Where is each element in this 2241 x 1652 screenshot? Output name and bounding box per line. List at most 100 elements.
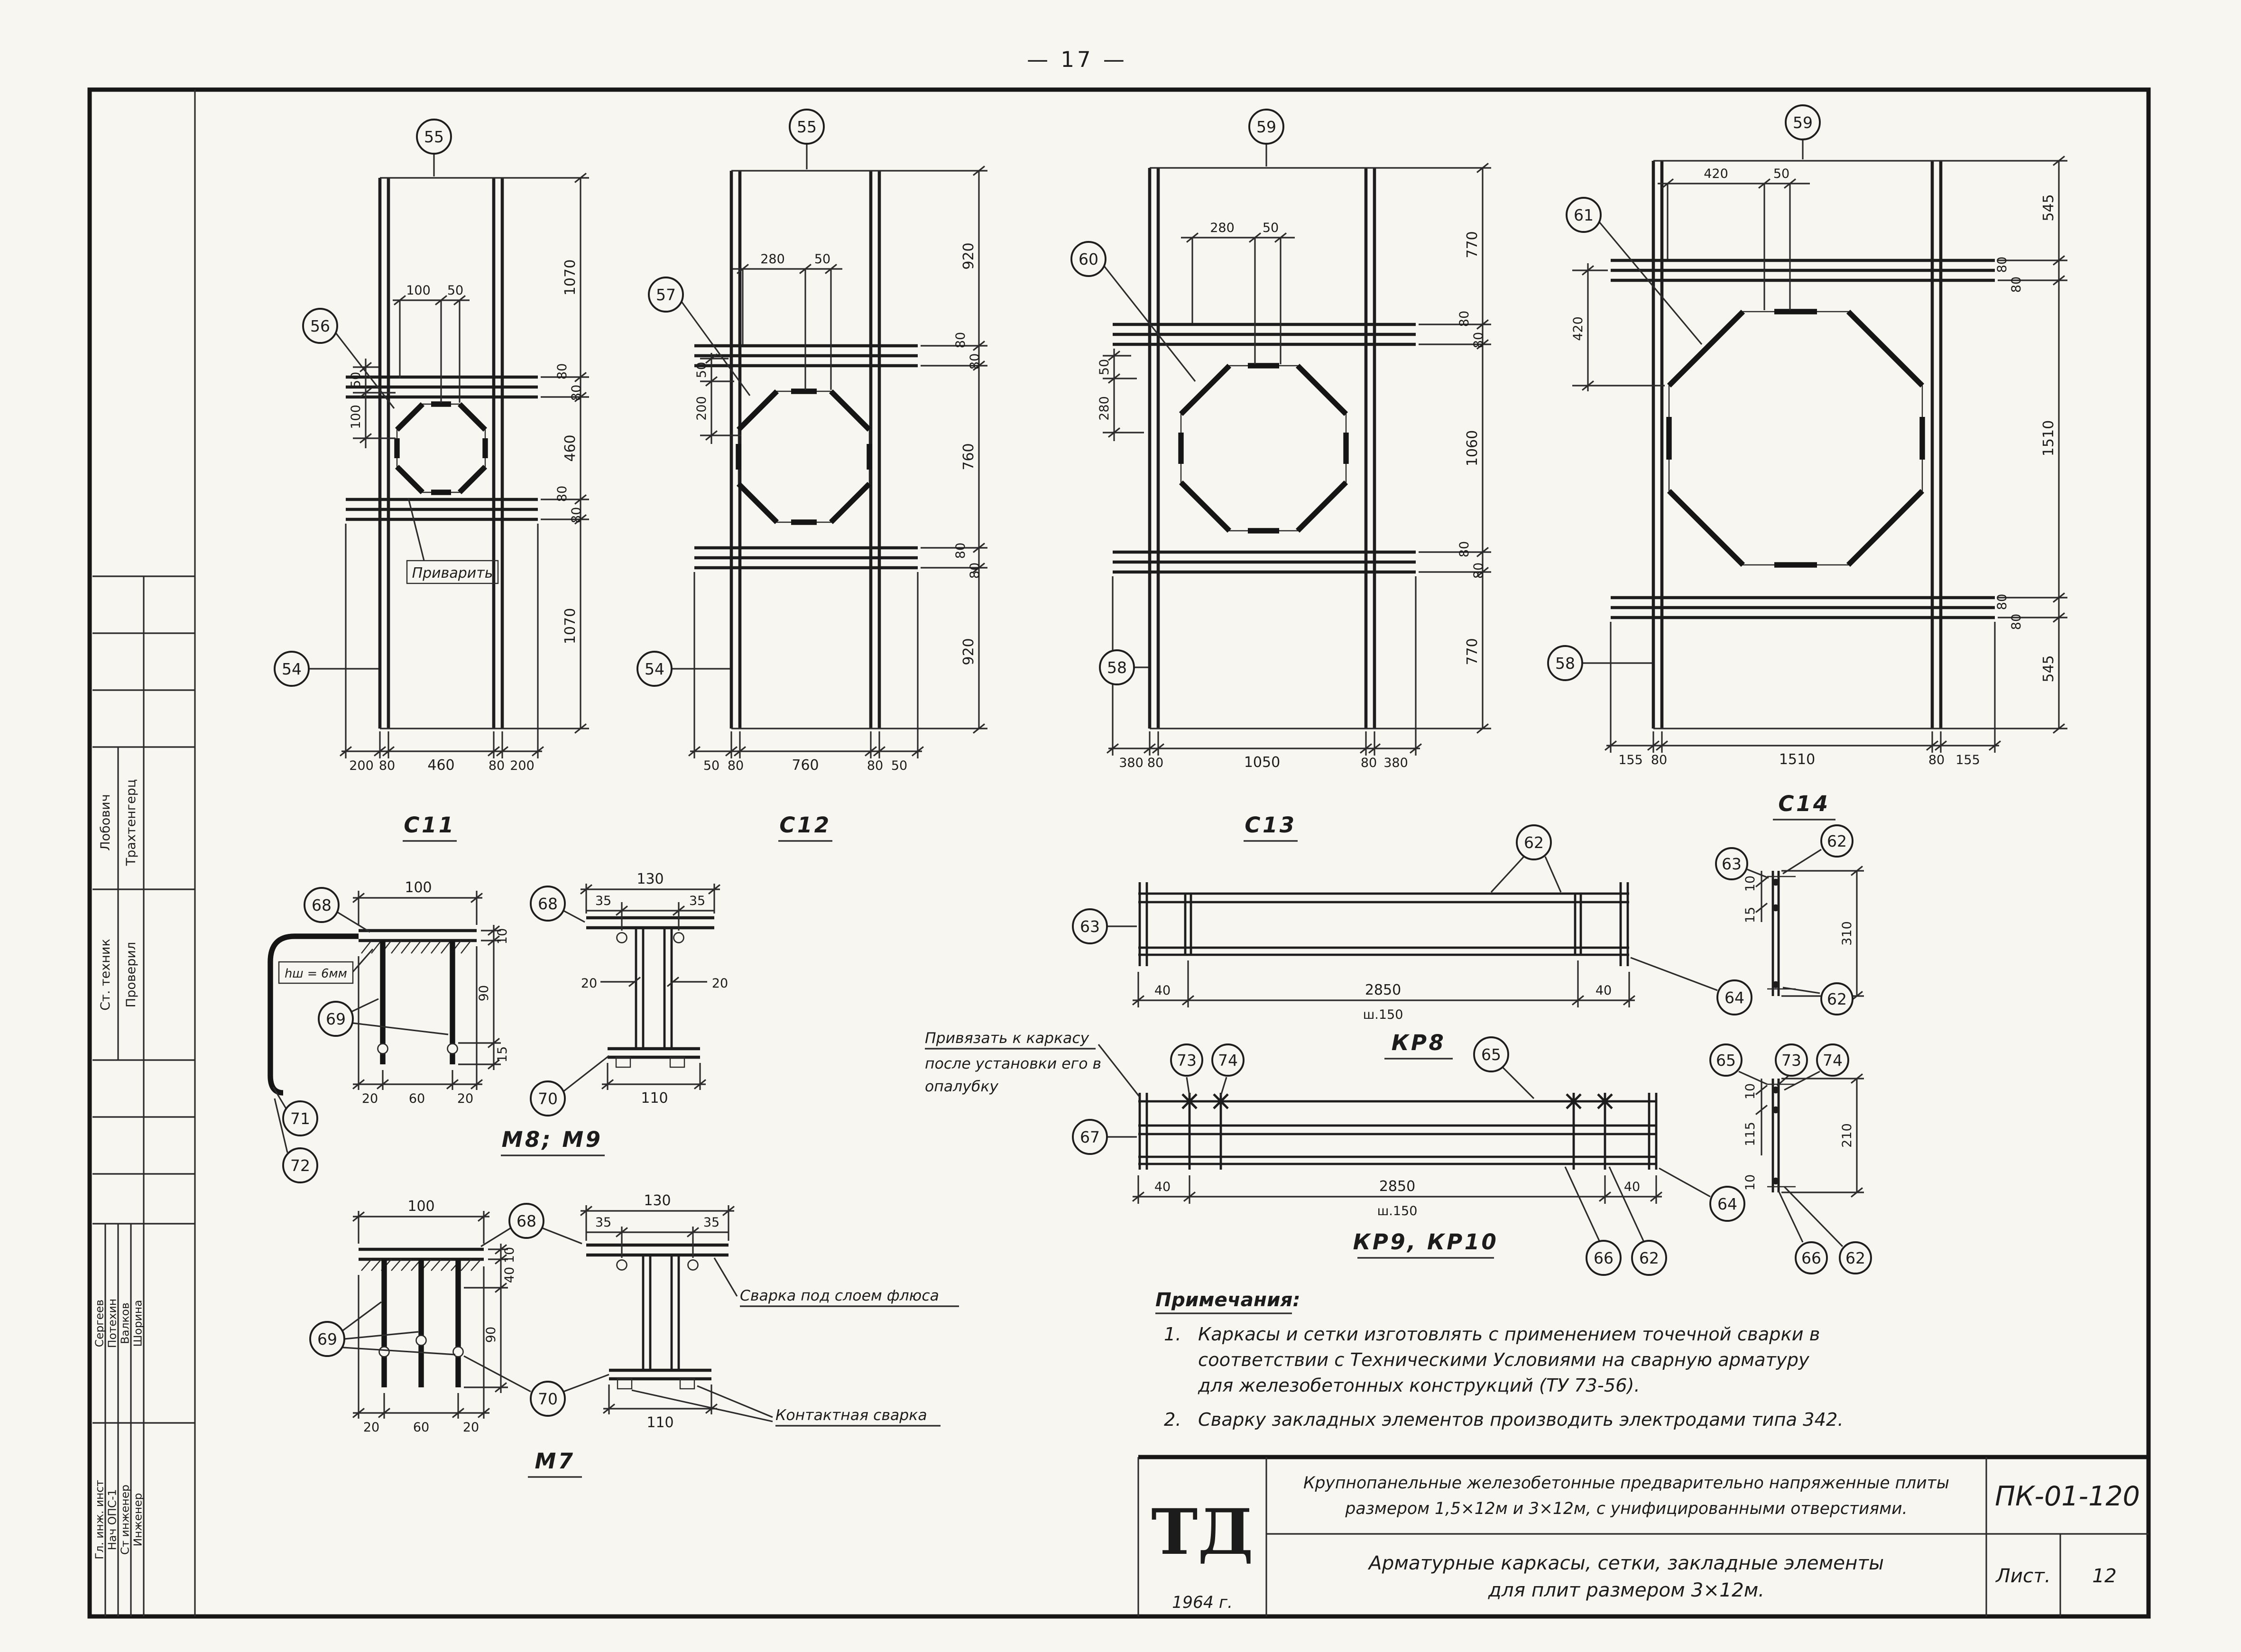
- detail-m7: 100 10 40 90 20 60 20 68 69 130 35 35 11…: [309, 1192, 959, 1478]
- contact-weld-note: Контактная сварка: [775, 1407, 927, 1424]
- callout-number: 70: [538, 1089, 558, 1108]
- dim-label: 35: [689, 894, 705, 908]
- dim-label: 80: [867, 758, 883, 773]
- cage-label: КР8: [1392, 1030, 1446, 1055]
- callout-58: 58: [1547, 645, 1583, 681]
- dim-label: 545: [2040, 194, 2057, 221]
- dim-label: ш.150: [1363, 1007, 1403, 1022]
- detail-m89: 100 10 90 15 20 60 20 68 hш = 6мм 69 71 …: [267, 871, 728, 1183]
- stamp-name: Валков: [119, 1302, 132, 1344]
- dim-label: 130: [644, 1192, 671, 1209]
- callout-number: 63: [1080, 917, 1100, 936]
- dim-label: 80: [2009, 614, 2024, 630]
- stamp-role: Гл. инж. инст: [93, 1480, 106, 1560]
- callout-54: 54: [274, 651, 310, 687]
- logo-td: ТД: [1151, 1495, 1254, 1569]
- mesh-c14: 420 50 420 545 80 80 1510 80 80 545 155 …: [1547, 104, 2067, 821]
- callout-64: 64: [1709, 1186, 1745, 1222]
- sheet-number: 12: [2092, 1564, 2117, 1587]
- dim-label: 1510: [1779, 751, 1815, 768]
- callout-number: 59: [1793, 113, 1813, 132]
- dim-label: 545: [2040, 655, 2057, 682]
- dim-label: 920: [960, 242, 977, 269]
- stamp-name: Потехин: [106, 1299, 119, 1348]
- dim-label: 760: [960, 443, 977, 470]
- dim-label: 90: [477, 985, 491, 1001]
- dim-label: 210: [1840, 1123, 1854, 1148]
- callout-number: 54: [282, 660, 302, 678]
- weld-note: Приварить: [412, 565, 493, 581]
- mesh-label: С12: [779, 812, 831, 838]
- callout-62: 62: [1820, 982, 1854, 1015]
- callout-63: 63: [1715, 847, 1748, 880]
- callout-number: 62: [1827, 990, 1847, 1008]
- dim-label: 2850: [1365, 982, 1401, 998]
- sheet-title: Арматурные каркасы, сетки, закладные эле…: [1367, 1551, 1884, 1574]
- callout-number: 64: [1717, 1195, 1737, 1213]
- page-number: — 17 —: [1027, 47, 1127, 72]
- dim-label: 40: [502, 1267, 517, 1283]
- callout-68: 68: [530, 886, 566, 922]
- callout-74: 74: [1816, 1043, 1849, 1077]
- mesh-label: С13: [1245, 812, 1296, 838]
- mesh-label: С11: [404, 812, 455, 838]
- dim-label: 420: [1571, 316, 1586, 341]
- dim-label: 10: [1743, 1083, 1758, 1099]
- note-line: Каркасы и сетки изготовлять с применение…: [1198, 1324, 1820, 1345]
- callout-59: 59: [1248, 109, 1284, 145]
- dim-label: ш.150: [1377, 1204, 1418, 1218]
- dim-label: 310: [1840, 921, 1854, 946]
- callout-number: 68: [516, 1212, 536, 1230]
- callout-58: 58: [1099, 649, 1135, 685]
- dim-label: 380: [1119, 756, 1144, 770]
- weld-size-note: hш = 6мм: [285, 967, 347, 981]
- doc-number: ПК-01-120: [1995, 1481, 2140, 1512]
- dim-label: 15: [1743, 907, 1758, 923]
- callout-number: 69: [326, 1010, 346, 1028]
- dim-label: 200: [510, 758, 535, 773]
- cage-kp8: 40 2850 40 ш.150 62 63 64 КР8 10 15 310 …: [1072, 824, 1864, 1060]
- dim-label: 40: [1154, 1180, 1171, 1194]
- callout-number: 63: [1722, 855, 1742, 873]
- callout-70: 70: [530, 1080, 566, 1117]
- callout-number: 66: [1801, 1249, 1821, 1267]
- dim-label: 50: [447, 283, 463, 298]
- callout-number: 73: [1781, 1051, 1801, 1070]
- note-line: Сварку закладных элементов производить э…: [1198, 1409, 1844, 1431]
- dim-label: 50: [1263, 221, 1279, 235]
- note-line: соответствии с Техническими Условиями на…: [1198, 1349, 1810, 1371]
- dim-label: 280: [760, 252, 785, 267]
- dim-label: 920: [960, 638, 977, 665]
- dim-label: 110: [641, 1090, 668, 1107]
- dim-label: 80: [1928, 753, 1945, 767]
- dim-label: 50: [703, 758, 719, 773]
- dim-label: 770: [1464, 231, 1481, 258]
- dim-label: 2850: [1379, 1178, 1415, 1195]
- dim-label: 380: [1383, 756, 1408, 770]
- dim-label: 10: [502, 1247, 517, 1263]
- dim-label: 10: [495, 928, 510, 944]
- dim-label: 1070: [562, 608, 579, 644]
- callout-number: 60: [1079, 250, 1098, 268]
- dim-label: 80: [1471, 563, 1486, 579]
- callout-number: 68: [538, 895, 558, 913]
- dim-label: 80: [1995, 594, 2010, 610]
- callout-number: 62: [1827, 832, 1847, 850]
- stamp-role: Ст инженер: [119, 1485, 132, 1555]
- callout-60: 60: [1070, 241, 1107, 277]
- callout-number: 58: [1555, 654, 1575, 673]
- dim-label: 80: [489, 758, 505, 773]
- notes-title: Примечания:: [1155, 1288, 1300, 1311]
- dim-label: 460: [562, 434, 579, 461]
- callout-number: 69: [317, 1330, 337, 1348]
- dim-label: 130: [636, 871, 664, 887]
- dim-label: 80: [555, 363, 570, 379]
- mesh-c13: 280 50 50 280 770 80 80 1060 80 80 770 3…: [1070, 109, 1491, 842]
- dim-label: 80: [555, 486, 570, 502]
- dim-label: 80: [2009, 277, 2024, 293]
- callout-number: 62: [1845, 1249, 1865, 1267]
- callout-number: 58: [1107, 658, 1127, 677]
- dim-label: 20: [457, 1091, 473, 1106]
- callout-64: 64: [1716, 979, 1752, 1015]
- dim-label: 10: [1743, 876, 1758, 892]
